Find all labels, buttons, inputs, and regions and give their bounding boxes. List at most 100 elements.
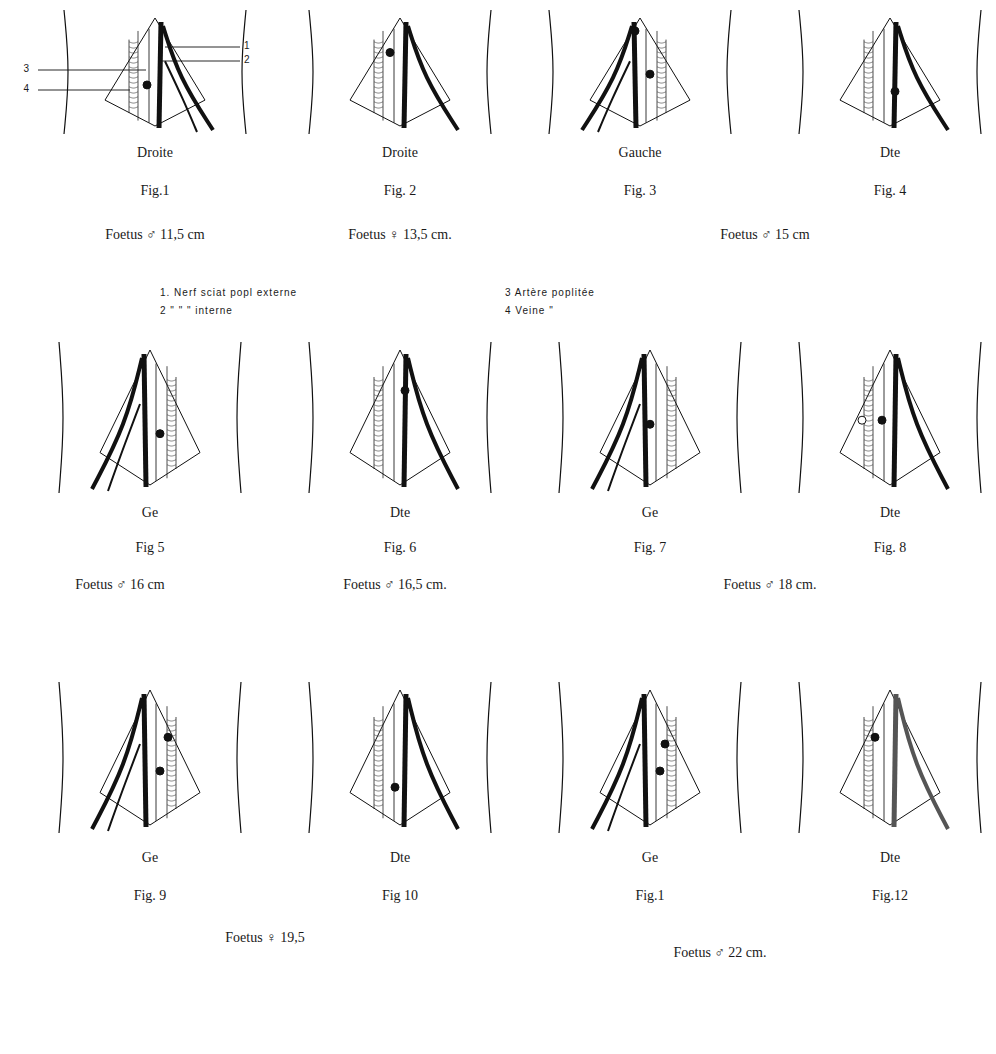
vessel-section — [661, 740, 669, 748]
vein-hatch — [374, 92, 383, 93]
vein-hatch — [374, 415, 383, 416]
bracket — [559, 682, 563, 833]
leader-line — [38, 70, 146, 71]
vein-hatch — [374, 385, 383, 386]
vein-hatch — [864, 750, 873, 751]
vein-hatch — [129, 52, 138, 53]
vein-hatch — [167, 430, 176, 431]
callout-number: 1 — [244, 40, 251, 51]
popliteal-fossa-sketch — [559, 682, 741, 833]
bracket — [977, 342, 981, 493]
vein-edge — [383, 366, 384, 478]
bracket — [799, 342, 803, 493]
fossa-outline — [100, 690, 200, 825]
vein-hatch — [129, 62, 138, 63]
vein-hatch — [864, 72, 873, 73]
vessel-section — [646, 70, 654, 78]
figure-number: Fig.1 — [140, 183, 169, 198]
vein-hatch — [374, 455, 383, 456]
side-label: Ge — [142, 850, 158, 865]
internal-popliteal-nerve — [644, 354, 646, 487]
vein-hatch — [667, 770, 676, 771]
vein-hatch — [864, 67, 873, 68]
artery-line — [394, 29, 395, 123]
vein-hatch — [864, 465, 873, 466]
vein-hatch — [167, 755, 176, 756]
vein-hatch — [667, 465, 676, 466]
vein-hatch — [667, 735, 676, 736]
bracket — [799, 682, 803, 833]
vein-hatch — [374, 440, 383, 441]
leader-line — [160, 61, 240, 62]
vein-hatch — [374, 725, 383, 726]
vein-hatch — [864, 440, 873, 441]
vein-hatch — [374, 775, 383, 776]
bracket — [549, 10, 553, 134]
bracket — [309, 682, 313, 833]
vein-hatch — [864, 102, 873, 103]
vein-hatch — [864, 720, 873, 721]
vein-hatch — [129, 102, 138, 103]
specimen-caption: Foetus ♂ 16,5 cm. — [343, 577, 446, 592]
vein-hatch — [864, 755, 873, 756]
figure-number: Fig 10 — [382, 888, 418, 903]
vessel-section — [156, 767, 164, 775]
artery-line — [394, 364, 395, 481]
bracket — [737, 682, 741, 833]
specimen-caption: Foetus ♂ 18 cm. — [724, 577, 817, 592]
vein-hatch — [667, 765, 676, 766]
artery-line — [156, 704, 157, 821]
vein-hatch — [864, 97, 873, 98]
bracket — [237, 682, 241, 833]
vein-hatch — [657, 97, 666, 98]
side-label: Dte — [390, 505, 410, 520]
figure-number: Fig. 9 — [134, 888, 167, 903]
vein-hatch — [657, 47, 666, 48]
vein-hatch — [667, 725, 676, 726]
vein-hatch — [374, 72, 383, 73]
vein-hatch — [864, 425, 873, 426]
leader-line — [165, 47, 240, 48]
internal-popliteal-nerve — [894, 694, 896, 827]
vein-hatch — [864, 430, 873, 431]
vein-hatch — [129, 77, 138, 78]
vein-hatch — [167, 415, 176, 416]
vein-hatch — [374, 800, 383, 801]
vein-edge — [873, 706, 874, 818]
vein-hatch — [864, 62, 873, 63]
artery-line — [884, 704, 885, 821]
fossa-outline — [600, 350, 700, 485]
vessel-section — [878, 416, 886, 424]
vein-hatch — [667, 460, 676, 461]
vein-hatch — [864, 435, 873, 436]
vein-hatch — [667, 405, 676, 406]
vein-hatch — [667, 445, 676, 446]
fossa-outline — [350, 18, 450, 126]
vein-hatch — [657, 92, 666, 93]
vein-hatch — [374, 425, 383, 426]
external-popliteal-nerve — [898, 26, 948, 130]
vein-hatch — [667, 430, 676, 431]
internal-popliteal-nerve — [634, 22, 636, 128]
vein-hatch — [167, 750, 176, 751]
vein-hatch — [374, 67, 383, 68]
popliteal-fossa-sketch — [549, 10, 731, 134]
vessel-section — [656, 767, 664, 775]
vein-hatch — [864, 730, 873, 731]
key-entry: 3 Artère poplitée — [505, 287, 595, 298]
vein-hatch — [374, 460, 383, 461]
vein-hatch — [374, 720, 383, 721]
vein-hatch — [374, 735, 383, 736]
vein-hatch — [167, 465, 176, 466]
artery-line — [656, 704, 657, 821]
vein-hatch — [167, 775, 176, 776]
internal-popliteal-nerve — [404, 22, 406, 128]
vein-hatch — [864, 775, 873, 776]
bracket — [487, 342, 491, 493]
vein-hatch — [864, 785, 873, 786]
vein-hatch — [374, 765, 383, 766]
figure-number: Fig. 2 — [384, 183, 417, 198]
vessel-section — [891, 87, 899, 95]
